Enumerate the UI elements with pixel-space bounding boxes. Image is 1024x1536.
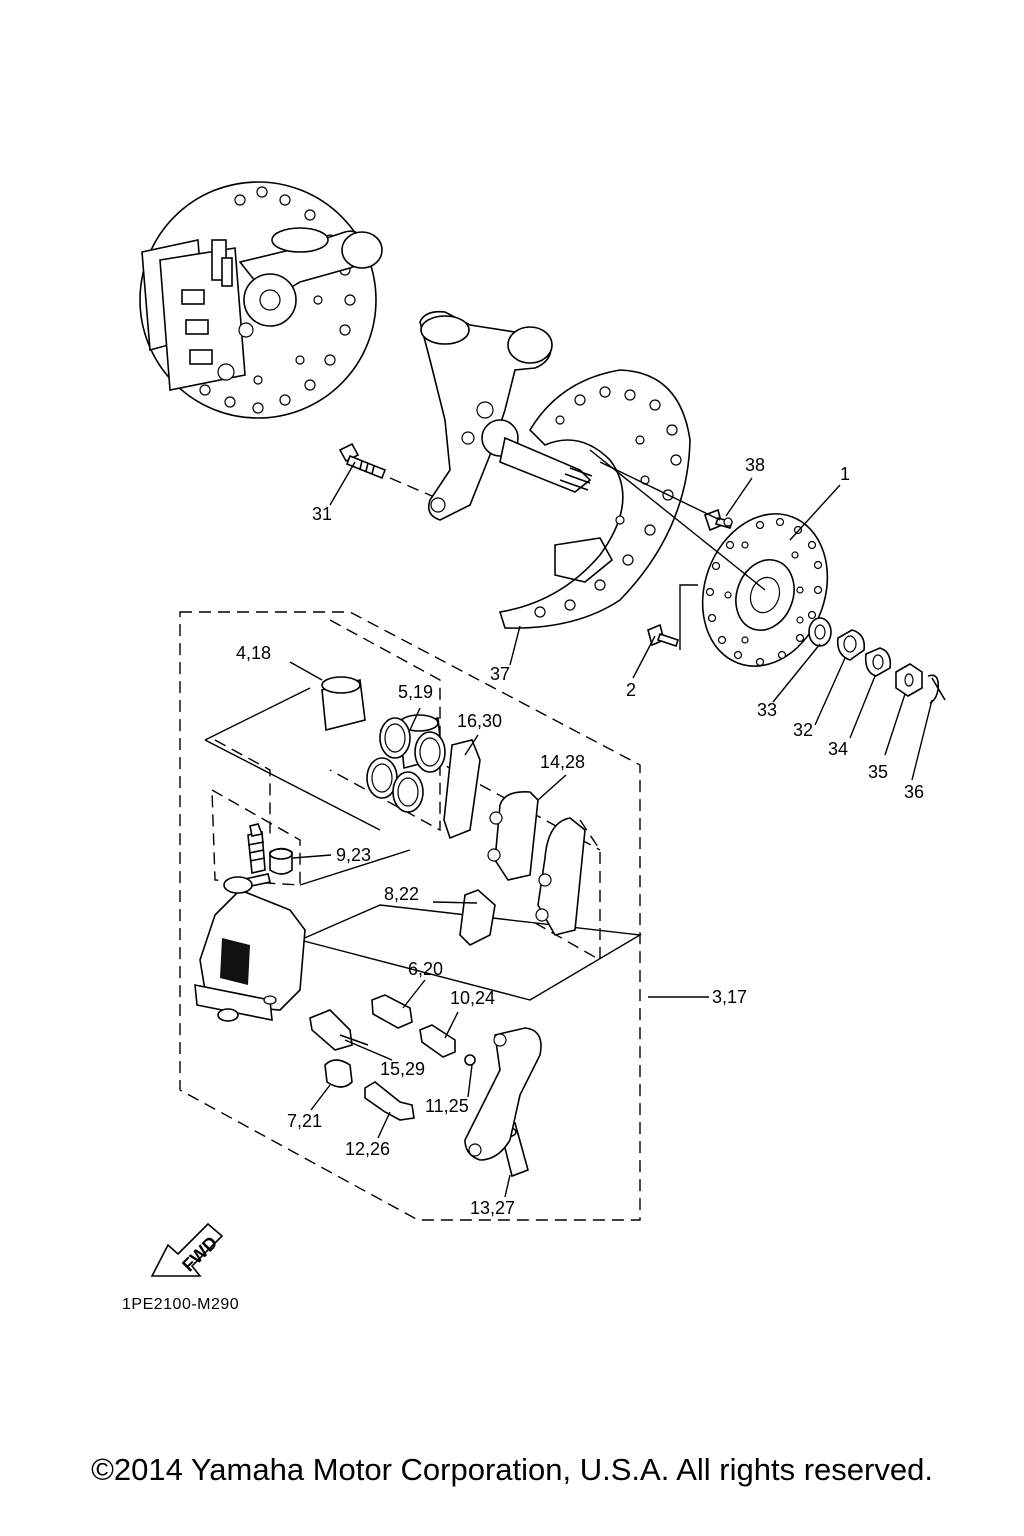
callout-14-28: 14,28 xyxy=(540,752,585,772)
pad-spring xyxy=(459,889,496,946)
pad-shim xyxy=(443,739,481,840)
callout-10-24: 10,24 xyxy=(450,988,495,1008)
callout-13-27: 13,27 xyxy=(470,1198,515,1218)
shield-holes xyxy=(534,386,682,618)
inset-disc-holes xyxy=(199,186,356,414)
disc-holes xyxy=(705,517,823,667)
callout-labels: 1 2 31 33 32 34 35 36 37 38 3,17 4,18 5,… xyxy=(236,455,924,1218)
brake-pads xyxy=(487,790,586,936)
callout-12-26: 12,26 xyxy=(345,1139,390,1159)
callout-35: 35 xyxy=(868,762,888,782)
caliper-body xyxy=(194,876,306,1022)
callout-8-22: 8,22 xyxy=(384,884,419,904)
callout-16-30: 16,30 xyxy=(457,711,502,731)
callout-33: 33 xyxy=(757,700,777,720)
fwd-arrow-icon: FWD xyxy=(150,1222,224,1277)
callout-6-20: 6,20 xyxy=(408,959,443,979)
callout-9-23: 9,23 xyxy=(336,845,371,865)
callout-34: 34 xyxy=(828,739,848,759)
bleed-screw xyxy=(239,823,293,889)
callout-32: 32 xyxy=(793,720,813,740)
drawing-code: 1PE2100-M290 xyxy=(122,1296,240,1313)
callout-15-29: 15,29 xyxy=(380,1059,425,1079)
assembled-view-inset xyxy=(139,181,383,419)
brake-disc-shield xyxy=(498,369,691,629)
copyright-notice: ©2014 Yamaha Motor Corporation, U.S.A. A… xyxy=(91,1452,933,1487)
callout-3-17: 3,17 xyxy=(712,987,747,1007)
callout-2: 2 xyxy=(626,680,636,700)
alignment-lines xyxy=(389,449,766,650)
callout-5-19: 5,19 xyxy=(398,682,433,702)
piston-seals xyxy=(366,717,446,813)
leader-lines xyxy=(289,461,933,1198)
callout-38: 38 xyxy=(745,455,765,475)
callout-7-21: 7,21 xyxy=(287,1111,322,1131)
callout-31: 31 xyxy=(312,504,332,524)
callout-36: 36 xyxy=(904,782,924,802)
knuckle-bolt xyxy=(338,442,387,480)
steering-knuckle xyxy=(419,310,593,521)
hub-hardware xyxy=(647,508,946,704)
callout-37: 37 xyxy=(490,664,510,684)
callout-4-18: 4,18 xyxy=(236,643,271,663)
caliper-pins-and-bolts xyxy=(309,994,542,1178)
callout-1: 1 xyxy=(840,464,850,484)
callout-11-25: 11,25 xyxy=(425,1096,469,1116)
